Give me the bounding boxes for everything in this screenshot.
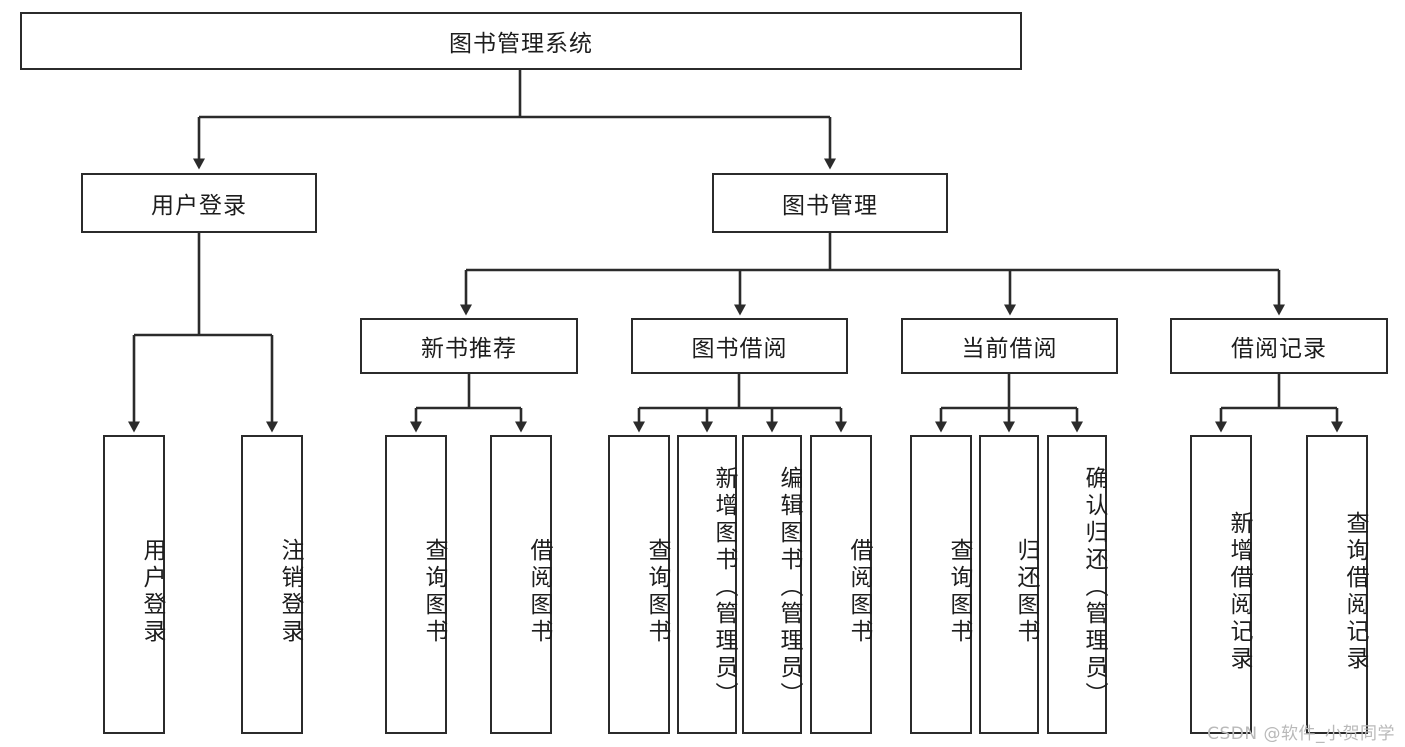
csdn-watermark: CSDN @软件_小贺同学 [1207, 724, 1395, 744]
node-root-book-management-system[interactable]: 图书管理系统 [20, 12, 1022, 70]
node-label: 用户登录 [151, 193, 247, 219]
node-label: 图书管理 [782, 193, 878, 219]
node-label: 查询图书 [946, 537, 972, 646]
node-label: 当前借阅 [961, 336, 1058, 362]
node-label: 新增借阅记录 [1226, 510, 1252, 673]
node-current-borrow[interactable]: 当前借阅 [901, 318, 1118, 374]
node-label: 借阅图书 [846, 537, 872, 646]
node-label: 查询图书 [644, 537, 670, 646]
leaf-user-logout[interactable]: 注销登录 [241, 435, 303, 734]
node-label: 图书管理系统 [449, 31, 593, 57]
node-label: 注销登录 [277, 537, 303, 646]
leaf-add-book[interactable]: 新增图书（管理员） [677, 435, 737, 734]
leaf-borrow-book-recommend[interactable]: 借阅图书 [490, 435, 552, 734]
node-user-login[interactable]: 用户登录 [81, 173, 317, 233]
node-label: 确认归还（管理员） [1081, 466, 1107, 709]
node-borrow-record[interactable]: 借阅记录 [1170, 318, 1388, 374]
leaf-query-book-recommend[interactable]: 查询图书 [385, 435, 447, 734]
leaf-user-login[interactable]: 用户登录 [103, 435, 165, 734]
leaf-confirm-return[interactable]: 确认归还（管理员） [1047, 435, 1107, 734]
leaf-edit-book[interactable]: 编辑图书（管理员） [742, 435, 802, 734]
node-label: 查询图书 [421, 537, 447, 646]
leaf-borrow-book-borrow[interactable]: 借阅图书 [810, 435, 872, 734]
node-label: 新书推荐 [421, 336, 517, 362]
leaf-return-book[interactable]: 归还图书 [979, 435, 1039, 734]
node-new-book-recommend[interactable]: 新书推荐 [360, 318, 578, 374]
leaf-add-borrow-record[interactable]: 新增借阅记录 [1190, 435, 1252, 734]
node-label: 图书借阅 [691, 336, 788, 362]
leaf-query-book-current[interactable]: 查询图书 [910, 435, 972, 734]
leaf-query-borrow-record[interactable]: 查询借阅记录 [1306, 435, 1368, 734]
node-label: 借阅图书 [526, 537, 552, 646]
node-label: 用户登录 [139, 537, 165, 646]
node-label: 编辑图书（管理员） [776, 466, 802, 709]
node-book-manage[interactable]: 图书管理 [712, 173, 948, 233]
node-label: 归还图书 [1013, 537, 1039, 646]
leaf-query-book-borrow[interactable]: 查询图书 [608, 435, 670, 734]
node-label: 新增图书（管理员） [711, 466, 737, 709]
node-label: 借阅记录 [1231, 336, 1327, 362]
node-label: 查询借阅记录 [1342, 510, 1368, 673]
node-book-borrow[interactable]: 图书借阅 [631, 318, 848, 374]
